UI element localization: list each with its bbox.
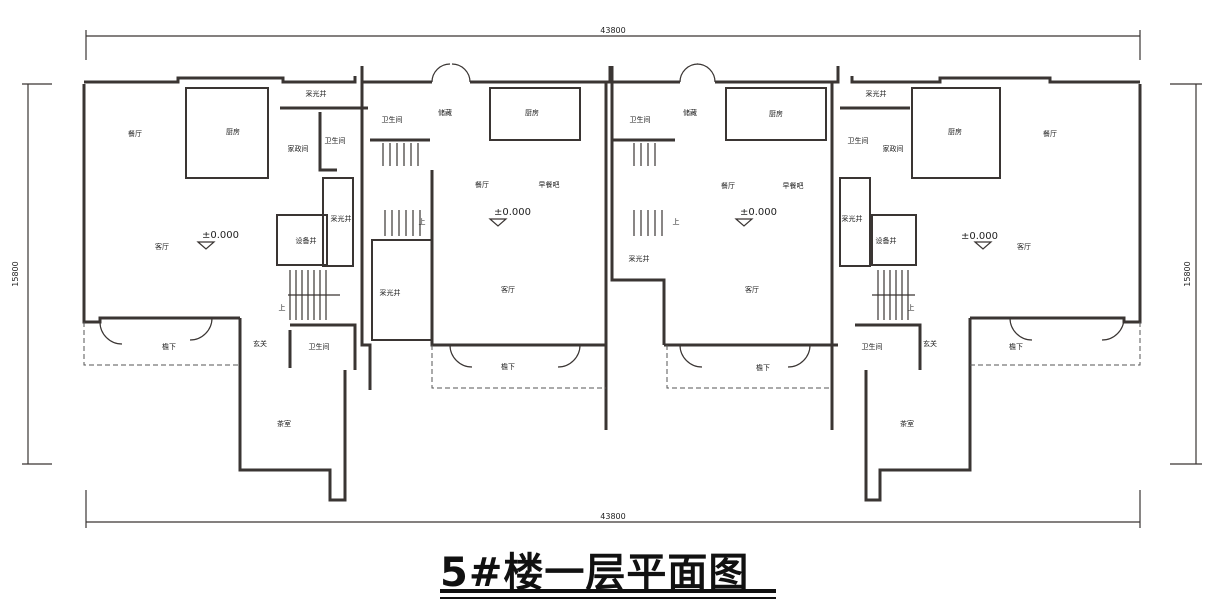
room-bathroom: 卫生间 bbox=[848, 136, 869, 145]
stair-up-label: 上 bbox=[279, 303, 286, 312]
level-mark: ±0.000 bbox=[494, 207, 531, 218]
room-lightwell: 采光井 bbox=[866, 89, 887, 98]
room-bathroom: 卫生间 bbox=[382, 115, 403, 124]
stair-up-label: 上 bbox=[673, 217, 680, 226]
room-eaves: 檐下 bbox=[1009, 342, 1023, 351]
room-tea-room: 茶室 bbox=[277, 419, 291, 428]
room-lightwell: 采光井 bbox=[380, 288, 401, 297]
room-eaves: 檐下 bbox=[501, 362, 515, 371]
room-tea-room: 茶室 bbox=[900, 419, 914, 428]
room-kitchen: 厨房 bbox=[769, 109, 783, 118]
room-bathroom: 卫生间 bbox=[862, 342, 883, 351]
room-lightwell: 采光井 bbox=[842, 214, 863, 223]
room-eaves: 檐下 bbox=[756, 363, 770, 372]
walls bbox=[82, 63, 1142, 502]
dimension-lines bbox=[22, 30, 1202, 528]
dimension-top: 43800 bbox=[600, 26, 625, 35]
room-living: 客厅 bbox=[155, 242, 169, 251]
room-storage: 储藏 bbox=[683, 108, 697, 117]
level-mark: ±0.000 bbox=[740, 207, 777, 218]
room-labels: 餐厅 厨房 采光井 家政间 卫生间 设备井 客厅 采光井 檐下 玄关 卫生间 茶… bbox=[128, 89, 1057, 428]
level-mark: ±0.000 bbox=[202, 230, 239, 241]
title-underline bbox=[440, 589, 776, 593]
room-kitchen: 厨房 bbox=[525, 108, 539, 117]
level-marks: ±0.000 ±0.000 ±0.000 ±0.000 bbox=[196, 207, 998, 250]
room-dining: 餐厅 bbox=[721, 181, 735, 190]
room-eaves: 檐下 bbox=[162, 342, 176, 351]
room-bathroom: 卫生间 bbox=[325, 136, 346, 145]
room-dining: 餐厅 bbox=[128, 129, 142, 138]
room-equipment-shaft: 设备井 bbox=[296, 236, 317, 245]
level-mark: ±0.000 bbox=[961, 231, 998, 242]
room-kitchen: 厨房 bbox=[948, 127, 962, 136]
room-foyer: 玄关 bbox=[923, 339, 937, 348]
dimension-bottom: 43800 bbox=[600, 512, 625, 521]
room-lightwell: 采光井 bbox=[306, 89, 327, 98]
room-kitchen: 厨房 bbox=[226, 127, 240, 136]
room-storage: 储藏 bbox=[438, 108, 452, 117]
room-lightwell: 采光井 bbox=[331, 214, 352, 223]
room-breakfast-bar: 早餐吧 bbox=[539, 180, 560, 189]
room-housekeeping: 家政间 bbox=[883, 144, 904, 153]
room-living: 客厅 bbox=[501, 285, 515, 294]
room-bathroom: 卫生间 bbox=[309, 342, 330, 351]
room-housekeeping: 家政间 bbox=[288, 144, 309, 153]
room-living: 客厅 bbox=[1017, 242, 1031, 251]
room-bathroom: 卫生间 bbox=[630, 115, 651, 124]
dimension-right: 15800 bbox=[1183, 261, 1192, 286]
room-dining: 餐厅 bbox=[1043, 129, 1057, 138]
dimension-left: 15800 bbox=[11, 261, 20, 286]
room-lightwell: 采光井 bbox=[629, 254, 650, 263]
room-dining: 餐厅 bbox=[475, 180, 489, 189]
room-living: 客厅 bbox=[745, 285, 759, 294]
title-underline-thin bbox=[440, 597, 776, 599]
stair-up-label: 上 bbox=[908, 303, 915, 312]
room-equipment-shaft: 设备井 bbox=[876, 236, 897, 245]
room-breakfast-bar: 早餐吧 bbox=[783, 181, 804, 190]
stair-up-label: 上 bbox=[419, 217, 426, 226]
drawing-title: 5#楼一层平面图 bbox=[440, 550, 750, 596]
room-foyer: 玄关 bbox=[253, 339, 267, 348]
